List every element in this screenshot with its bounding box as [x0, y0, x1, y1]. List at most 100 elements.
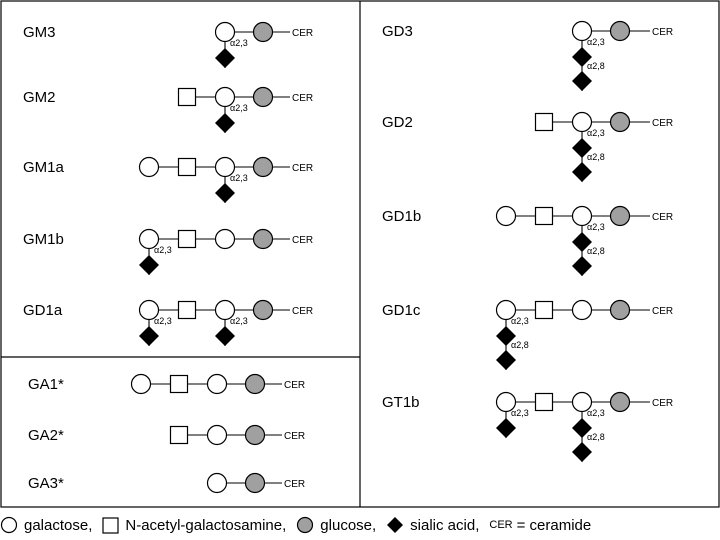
galnac-residue — [534, 392, 554, 412]
galactose-residue — [571, 391, 593, 413]
linkage-label: α2,3 — [154, 316, 172, 326]
legend-sialic: sialic acid, — [386, 516, 479, 534]
legend-galnac-label: N-acetyl-galactosamine, — [125, 516, 287, 534]
glucose-residue — [244, 472, 266, 494]
ceramide-label: CER — [284, 431, 305, 442]
galactose-residue — [130, 373, 152, 395]
galnac-residue — [534, 300, 554, 320]
sialic-acid — [496, 350, 516, 370]
legend-glucose-label: glucose, — [320, 516, 377, 534]
glucose-icon — [297, 516, 314, 534]
galactose-residue — [571, 111, 593, 133]
linkage-label: α2,3 — [587, 408, 605, 418]
sialic-acid — [215, 113, 235, 133]
glucose-residue — [252, 299, 274, 321]
sialic-acid — [139, 326, 159, 346]
ganglioside-name: GD1a — [23, 302, 63, 319]
ganglioside-name: GD2 — [382, 114, 413, 131]
glucose-residue — [244, 373, 266, 395]
ganglioside-name: GD3 — [382, 23, 413, 40]
legend-glucose: glucose, — [296, 516, 376, 534]
ganglioside-name: GD1b — [382, 208, 421, 225]
ceramide-label: CER — [652, 398, 673, 409]
linkage-label: α2,3 — [511, 316, 529, 326]
legend-cer-abbr: CER — [489, 519, 513, 531]
linkage-label: α2,3 — [587, 222, 605, 232]
structure-gd2: GD2 CER α2,3 α2,8 — [382, 111, 673, 182]
linkage-label: α2,8 — [587, 152, 605, 162]
galnac-residue — [169, 374, 189, 394]
galactose-residue — [571, 20, 593, 42]
galnac-residue — [534, 206, 554, 226]
galactose-residue — [138, 299, 160, 321]
linkage-label: α2,8 — [587, 61, 605, 71]
galactose-residue — [214, 228, 236, 250]
sialic-acid — [572, 138, 592, 158]
glucose-residue — [252, 156, 274, 178]
sialic-acid — [215, 48, 235, 68]
sialic-acid — [215, 326, 235, 346]
galnac-residue — [177, 157, 197, 177]
ganglioside-name: GD1c — [382, 302, 421, 319]
sialic-acid — [139, 255, 159, 275]
galnac-residue — [177, 300, 197, 320]
galactose-residue — [495, 299, 517, 321]
linkage-label: α2,8 — [587, 246, 605, 256]
glucose-residue — [609, 20, 631, 42]
ceramide-label: CER — [292, 306, 313, 317]
sialic-acid — [572, 232, 592, 252]
galnac-residue — [169, 425, 189, 445]
ganglioside-name: GM1a — [23, 159, 65, 176]
sialic-acid — [496, 326, 516, 346]
ganglioside-name: GA1* — [28, 376, 64, 393]
sialic-acid — [572, 162, 592, 182]
ganglioside-name: GM1b — [23, 231, 64, 248]
galactose-residue — [214, 156, 236, 178]
glucose-residue — [252, 86, 274, 108]
ganglioside-name: GA3* — [28, 475, 64, 492]
galactose-residue — [138, 156, 160, 178]
sialic-acid — [572, 71, 592, 91]
sialic-acid — [215, 183, 235, 203]
structure-ga3: GA3*CER — [28, 472, 305, 494]
galactose-residue — [495, 205, 517, 227]
glucose-residue — [609, 111, 631, 133]
ceramide-label: CER — [292, 163, 313, 174]
ceramide-label: CER — [652, 118, 673, 129]
glucose-residue — [609, 299, 631, 321]
legend-galactose: galactose, — [0, 516, 92, 534]
legend-ceramide-label: = ceramide — [516, 516, 592, 534]
galactose-residue — [214, 299, 236, 321]
galactose-residue — [206, 424, 228, 446]
ceramide-label: CER — [284, 380, 305, 391]
linkage-label: α2,3 — [154, 245, 172, 255]
galnac-residue — [534, 112, 554, 132]
sialic-acid — [572, 47, 592, 67]
ceramide-label: CER — [292, 235, 313, 246]
sialic-acid-icon — [387, 517, 404, 533]
sialic-acid — [572, 418, 592, 438]
galactose-residue — [571, 299, 593, 321]
ceramide-label: CER — [292, 93, 313, 104]
ceramide-label: CER — [292, 28, 313, 39]
galactose-residue — [138, 228, 160, 250]
linkage-label: α2,3 — [587, 128, 605, 138]
structure-gd1a: GD1a CER α2,3 α2,3 — [23, 299, 313, 346]
galactose-residue — [571, 205, 593, 227]
sialic-acid — [572, 442, 592, 462]
galnac-residue — [177, 87, 197, 107]
ceramide-label: CER — [652, 27, 673, 38]
legend: galactose, N-acetyl-galactosamine, gluco… — [0, 512, 720, 538]
ganglioside-name: GM3 — [23, 24, 56, 41]
glucose-residue — [609, 205, 631, 227]
galactose-residue — [206, 472, 228, 494]
linkage-label: α2,3 — [230, 316, 248, 326]
